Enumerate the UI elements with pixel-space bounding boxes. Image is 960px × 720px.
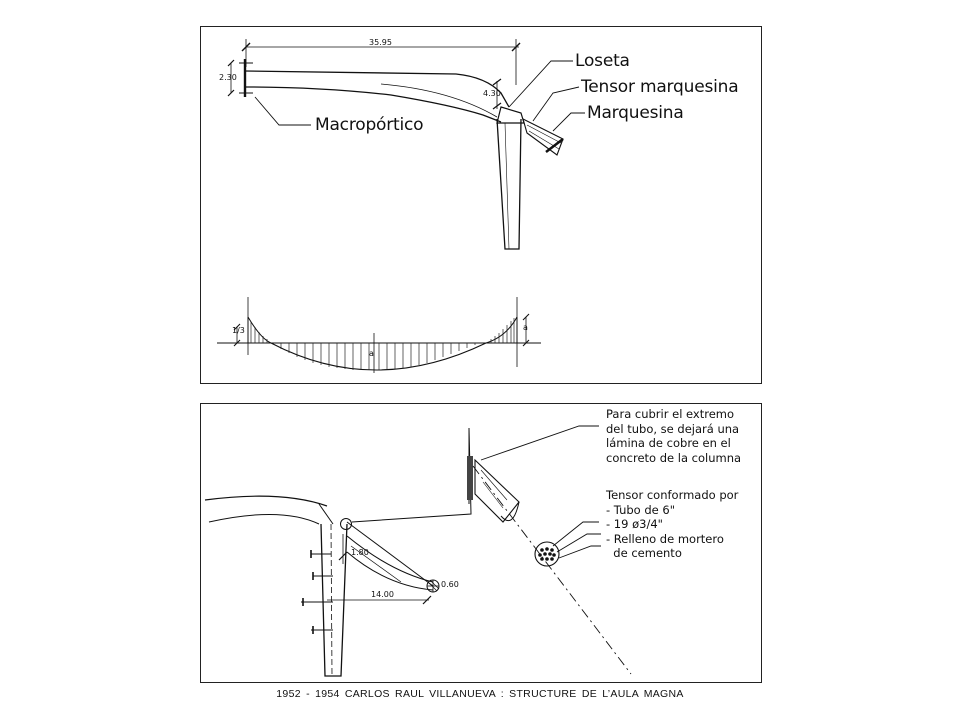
label-tensor-marquesina: Tensor marquesina [581,77,739,97]
dim-depth-left: 2.30 [219,73,237,82]
note-copper-line-1: Para cubrir el extremo [606,407,735,421]
note-tensor-composition: Tensor conformado por - Tubo de 6" - 19 … [606,488,738,561]
dim-depth-right: 4.30 [483,89,501,98]
note-tensor-line-2: - Tubo de 6" [606,502,675,517]
label-macroportico: Macropórtico [315,115,424,135]
label-marquesina: Marquesina [587,103,684,123]
note-tensor-line-3: - 19 ø3/4" [606,517,663,531]
note-tensor-line-1: Tensor conformado por [606,488,739,502]
label-loseta: Loseta [575,51,630,71]
note-tensor-line-5: de cemento [606,546,682,560]
note-copper-line-4: concreto de la columna [606,450,742,465]
moment-left-mark: 1/3 [232,326,245,335]
dim-14-00: 14.00 [371,590,394,599]
dim-span: 35.95 [369,38,392,47]
note-copper-sheet: Para cubrir el extremo del tubo, se deja… [606,407,741,465]
structure-elevation-drawing [217,39,585,373]
connection-detail-drawing [204,425,632,677]
figure-caption: 1952 - 1954 CARLOS RAUL VILLANUEVA : STR… [276,688,684,700]
dim-1-80: 1.80 [351,548,369,557]
moment-right-mark: a [523,323,528,332]
structure-elevation-panel: Loseta Tensor marquesina Marquesina Macr… [200,26,762,384]
note-copper-line-3: lámina de cobre en el [606,436,731,450]
connection-detail-panel: Para cubrir el extremo del tubo, se deja… [200,403,762,683]
moment-center-mark: a [369,349,374,358]
note-copper-line-2: del tubo, se dejará una [606,421,740,436]
dim-0-60: 0.60 [441,580,459,589]
note-tensor-line-4: - Relleno de mortero [606,531,724,546]
